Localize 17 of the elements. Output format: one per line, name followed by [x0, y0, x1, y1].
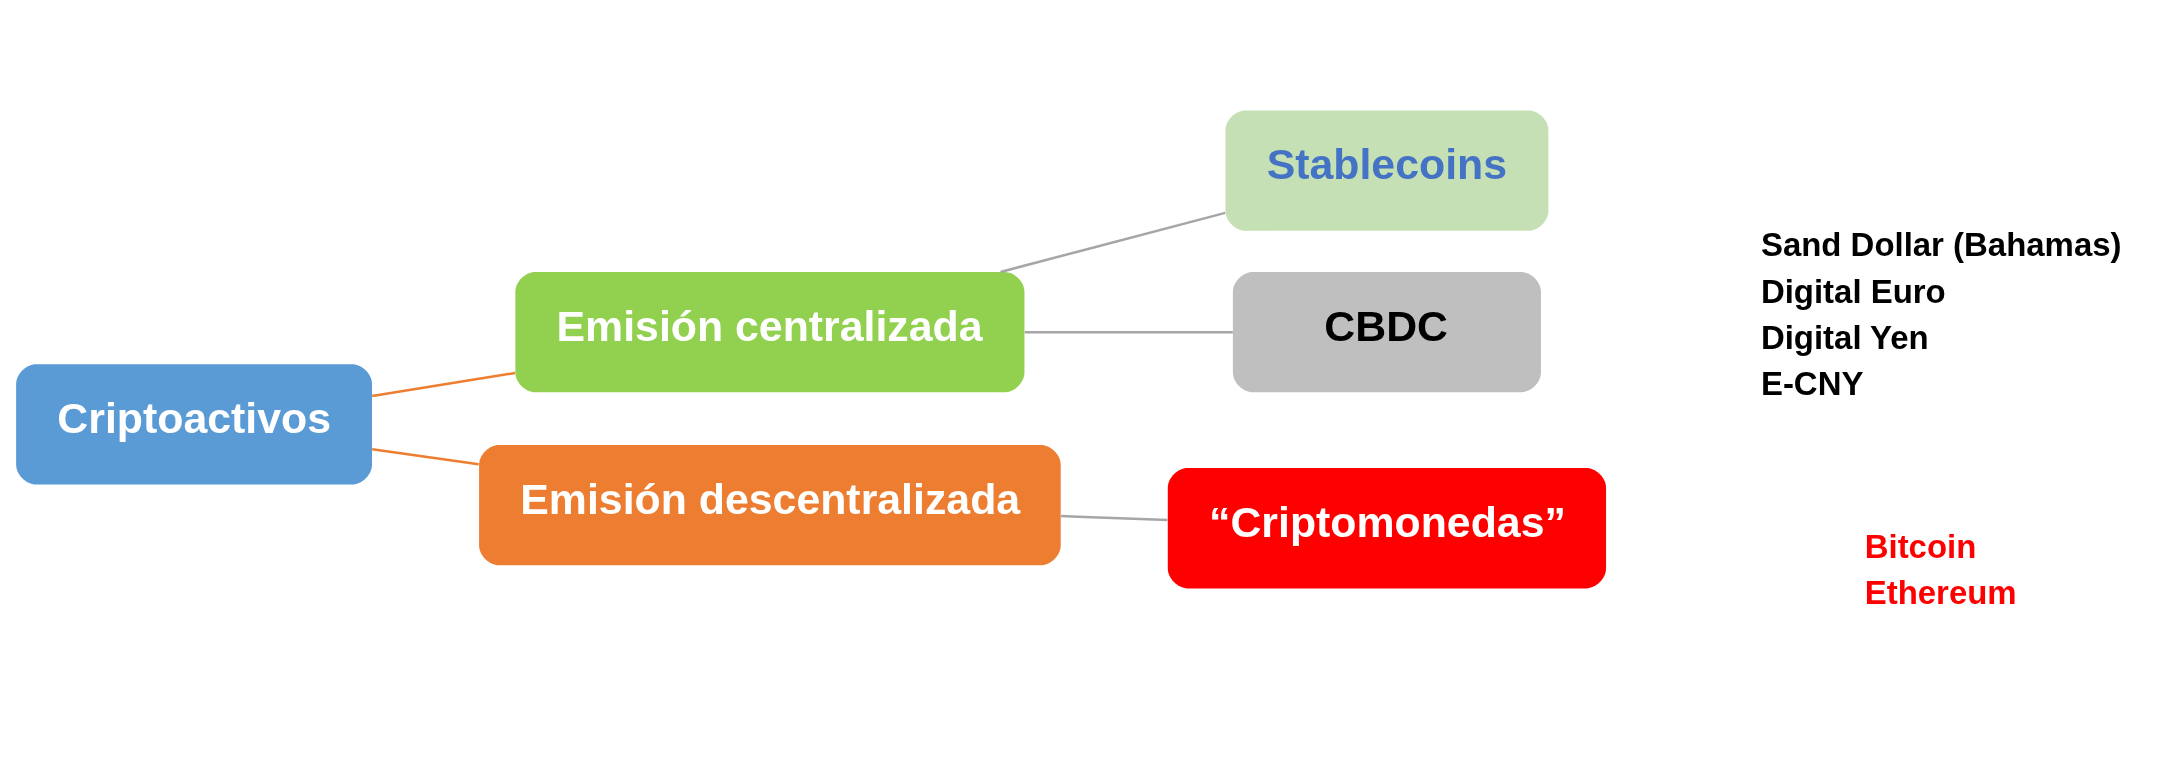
node-box: Emisión descentralizada	[479, 444, 1061, 565]
node-box: Emisión centralizada	[515, 271, 1025, 392]
node-box: “Criptomonedas”	[1167, 467, 1607, 588]
node-label: E-CNY	[1760, 364, 1864, 402]
node-label: Digital Euro	[1760, 272, 1946, 310]
node-label: Digital Yen	[1760, 318, 1929, 356]
node-label: Ethereum	[1864, 573, 2017, 611]
connector	[372, 447, 479, 466]
connector	[1060, 514, 1168, 521]
node-label: Sand Dollar (Bahamas)	[1760, 225, 2122, 263]
node-label: Bitcoin	[1864, 527, 1977, 565]
connector	[1024, 330, 1233, 333]
connector	[1000, 211, 1226, 273]
node-box: Stablecoins	[1225, 110, 1549, 231]
connector	[371, 371, 516, 397]
node-box: CBDC	[1232, 271, 1541, 392]
node-box: Criptoactivos	[16, 363, 372, 485]
